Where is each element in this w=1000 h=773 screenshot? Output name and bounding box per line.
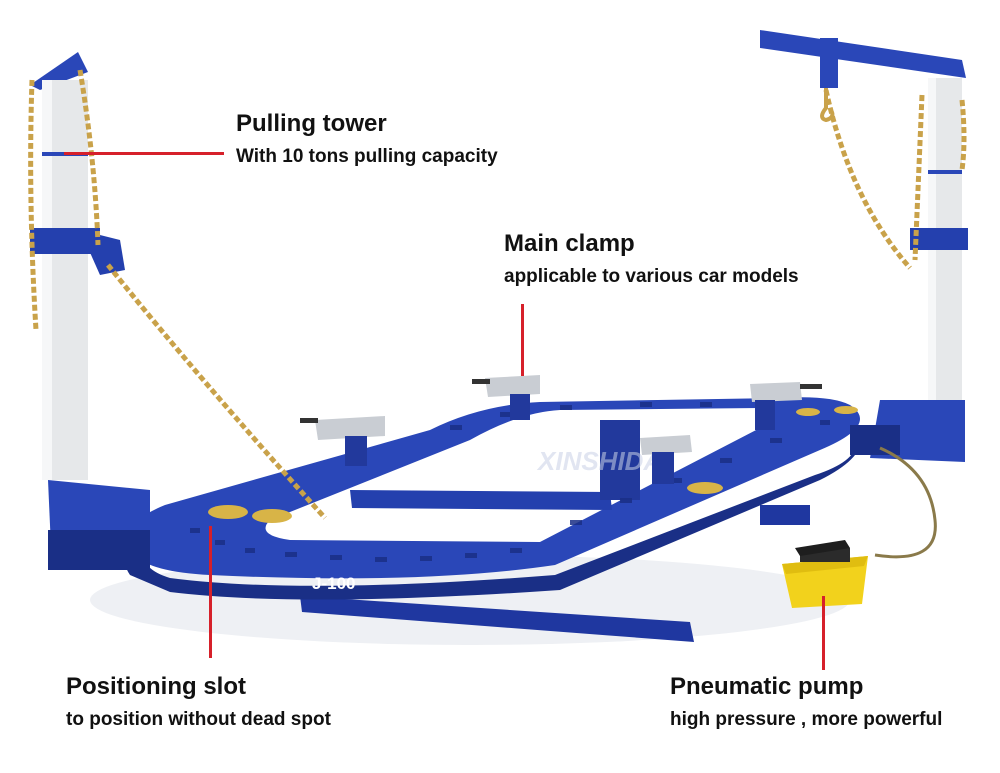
main-clamps	[300, 375, 822, 484]
positioning-pucks	[208, 406, 858, 523]
pulling-tower-subtitle: With 10 tons pulling capacity	[236, 146, 498, 167]
leader-line-pulling-tower	[64, 152, 224, 155]
pneumatic-pump-subtitle: high pressure , more powerful	[670, 709, 943, 730]
model-label: J-100	[312, 574, 355, 593]
leader-line-positioning-slot	[209, 526, 212, 658]
pneumatic-pump	[782, 540, 868, 608]
pulling-tower-right	[760, 30, 968, 462]
pulling-tower-title: Pulling tower	[236, 110, 387, 137]
bench-frame	[123, 397, 862, 600]
main-clamp-subtitle: applicable to various car models	[504, 266, 799, 287]
hook-icon	[820, 88, 835, 123]
leader-line-main-clamp	[521, 304, 524, 376]
positioning-slot-title: Positioning slot	[66, 673, 246, 700]
pneumatic-pump-title: Pneumatic pump	[670, 673, 864, 700]
pulling-tower-left	[30, 52, 150, 570]
air-hose	[874, 446, 937, 559]
brand-watermark: XINSHIDA	[536, 446, 662, 476]
positioning-slot-subtitle: to position without dead spot	[66, 709, 331, 730]
leader-line-pneumatic-pump	[822, 596, 825, 670]
main-clamp-title: Main clamp	[504, 230, 635, 257]
